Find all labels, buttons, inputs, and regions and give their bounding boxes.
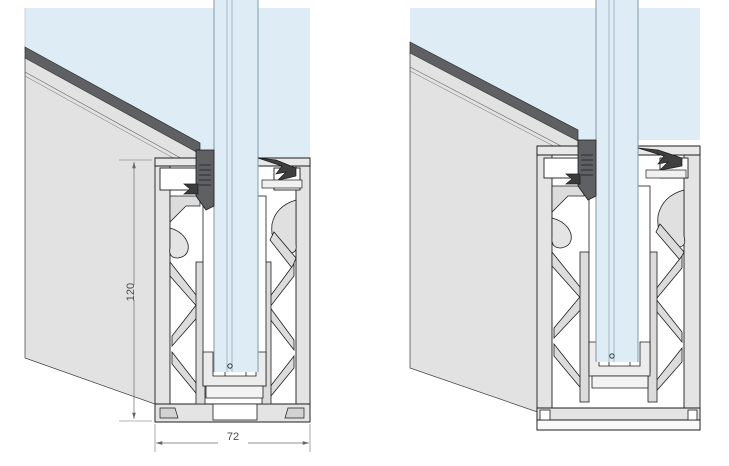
head-gasket-left (183, 149, 215, 211)
dimension-label-72: 72 (227, 431, 239, 443)
right-section-view (409, 0, 701, 431)
internal-webs-right-view-right (647, 189, 686, 403)
insulated-glass-unit-left (213, 0, 259, 372)
dimension-width-72: 72 (154, 424, 311, 452)
fin-gasket-left (257, 157, 303, 189)
frame-profile-left (154, 157, 311, 423)
internal-webs-left (169, 195, 206, 405)
dimension-height-120: 120 (119, 159, 152, 422)
internal-webs-right-view-left (551, 185, 590, 403)
head-gasket-right (565, 139, 597, 201)
left-section-view: 120 72 (24, 0, 311, 452)
dimension-label-120: 120 (125, 283, 137, 301)
internal-webs-right (261, 199, 297, 405)
fin-gasket-right (637, 147, 687, 179)
insulated-glass-unit-right (595, 0, 639, 362)
